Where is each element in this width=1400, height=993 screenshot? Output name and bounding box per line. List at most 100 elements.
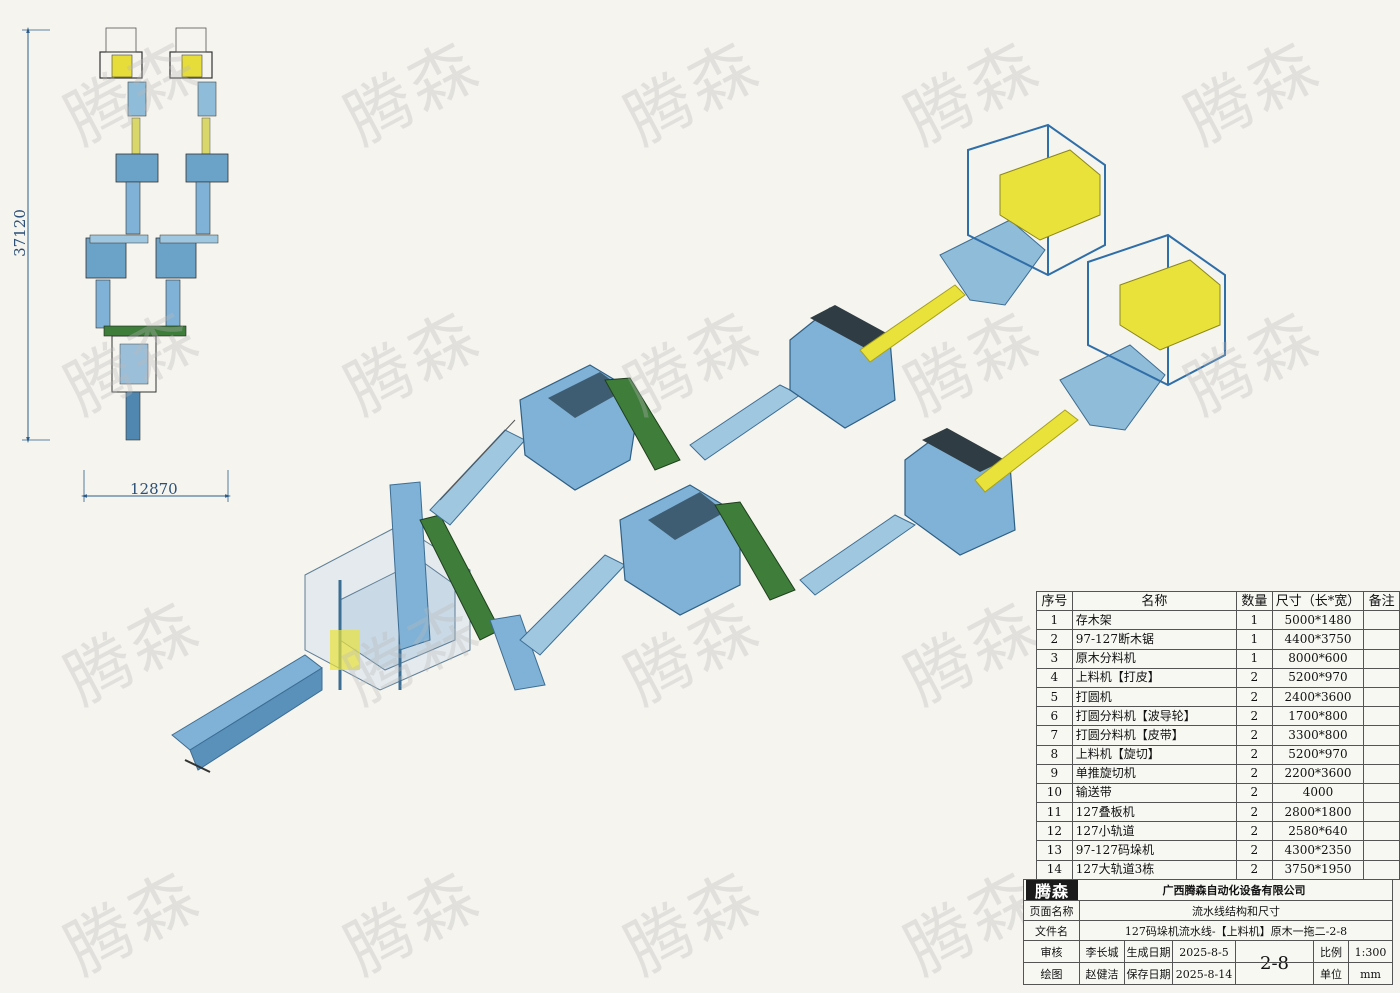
unit-value: mm — [1348, 963, 1392, 985]
bom-cell-no: 4 — [1036, 667, 1073, 688]
sheet-number-text: 2-8 — [1260, 952, 1289, 974]
plan-branch-left — [85, 27, 159, 329]
width-dimension-label: 12870 — [130, 480, 178, 498]
bom-cell-size: 2580*640 — [1271, 821, 1365, 842]
bom-cell-no: 12 — [1036, 821, 1073, 842]
drawer-label: 绘图 — [1040, 968, 1063, 981]
plan-branch-right — [155, 27, 229, 329]
bom-header-name: 名称 — [1071, 590, 1238, 612]
bom-cell-no: 7 — [1036, 725, 1073, 746]
height-dimension-label: 37120 — [10, 209, 29, 257]
bom-cell-note — [1363, 725, 1400, 746]
bom-header-no: 序号 — [1036, 590, 1073, 612]
company-logo: 腾森 — [1026, 880, 1078, 901]
bom-cell-qty: 1 — [1236, 648, 1273, 669]
bom-cell-note — [1363, 610, 1400, 631]
bom-cell-qty: 2 — [1236, 859, 1273, 880]
rounder-splitter-lower — [714, 501, 796, 601]
saved-date-label: 保存日期 — [1124, 963, 1172, 985]
isometric-line — [171, 123, 1226, 773]
bom-cell-name: 输送带 — [1071, 782, 1238, 804]
created-date: 2025-8-5 — [1172, 941, 1235, 963]
bom-cell-no: 1 — [1036, 610, 1073, 631]
bom-cell-size: 4300*2350 — [1271, 840, 1365, 861]
bom-cell-qty: 2 — [1236, 667, 1273, 688]
plan-conveyor — [103, 325, 187, 337]
bom-header-qty: 数量 — [1236, 590, 1273, 612]
stacker-frame-upper — [967, 123, 1106, 277]
scale-value: 1:300 — [1348, 941, 1392, 963]
output-conveyor-lower — [974, 409, 1079, 493]
bom-cell-no: 5 — [1036, 686, 1073, 708]
sheet-number: 2-8 — [1235, 941, 1313, 985]
saved-date: 2025-8-14 — [1172, 963, 1235, 985]
bom-cell-no: 10 — [1036, 782, 1073, 804]
peeler-feeder-upper — [689, 384, 801, 461]
plan-storage-rack — [125, 391, 141, 441]
bom-cell-qty: 2 — [1236, 706, 1273, 727]
file-name-label: 文件名 — [1035, 925, 1068, 938]
output-conveyor-upper — [859, 284, 966, 363]
bom-cell-name: 127大轨道3栋 — [1071, 859, 1238, 880]
bom-cell-size: 3300*800 — [1271, 725, 1365, 746]
file-name: 127码垛机流水线-【上料机】原木一拖二-2-8 — [1079, 921, 1392, 941]
upper-branch — [429, 123, 1106, 526]
peeler-feeder-lower — [799, 514, 916, 596]
plan-view — [22, 27, 231, 502]
bom-header-size: 尺寸（长*宽） — [1271, 590, 1365, 612]
bom-cell-no: 2 — [1036, 629, 1073, 650]
veneer-stacker-lower — [1059, 344, 1166, 431]
log-splitter — [389, 481, 431, 651]
bom-cell-note — [1363, 744, 1400, 765]
bom-cell-name: 打圆分料机【皮带】 — [1071, 725, 1238, 746]
bom-cell-name: 存木架 — [1071, 610, 1238, 631]
bom-cell-size: 8000*600 — [1271, 648, 1365, 669]
bom-cell-note — [1363, 706, 1400, 727]
bom-cell-qty: 1 — [1236, 629, 1273, 650]
bom-cell-qty: 2 — [1236, 744, 1273, 765]
bom-cell-note — [1363, 782, 1400, 804]
page-name-label: 页面名称 — [1029, 905, 1074, 918]
bom-cell-no: 9 — [1036, 763, 1073, 784]
bom-cell-name: 单推旋切机 — [1071, 763, 1238, 784]
bom-cell-size: 5000*1480 — [1271, 610, 1365, 631]
bom-cell-name: 打圆机 — [1071, 686, 1238, 708]
page-name: 流水线结构和尺寸 — [1079, 901, 1392, 921]
bom-cell-qty: 2 — [1236, 725, 1273, 746]
bom-cell-name: 上料机【旋切】 — [1071, 744, 1238, 765]
bom-cell-size: 3750*1950 — [1271, 859, 1365, 880]
bom-cell-qty: 2 — [1236, 782, 1273, 804]
bom-cell-note — [1363, 763, 1400, 784]
bom-cell-name: 127小轨道 — [1071, 821, 1238, 842]
bom-cell-note — [1363, 840, 1400, 861]
bom-cell-no: 13 — [1036, 840, 1073, 861]
reviewer-name: 李长城 — [1079, 941, 1124, 963]
bom-cell-qty: 2 — [1236, 763, 1273, 784]
bom-cell-no: 11 — [1036, 802, 1073, 823]
bom-cell-qty: 2 — [1236, 821, 1273, 842]
bom-cell-name: 127叠板机 — [1071, 802, 1238, 823]
bom-cell-note — [1363, 802, 1400, 823]
bom-cell-note — [1363, 648, 1400, 669]
company-name: 广西腾森自动化设备有限公司 — [1162, 884, 1306, 897]
bom-cell-size: 4400*3750 — [1271, 629, 1365, 650]
stacker-frame-lower — [1087, 233, 1226, 387]
bom-cell-size: 2200*3600 — [1271, 763, 1365, 784]
bom-cell-size: 5200*970 — [1271, 667, 1365, 688]
bom-cell-name: 上料机【打皮】 — [1071, 667, 1238, 688]
created-date-label: 生成日期 — [1124, 941, 1172, 963]
bom-cell-no: 8 — [1036, 744, 1073, 765]
bom-cell-name: 97-127码垛机 — [1071, 840, 1238, 861]
